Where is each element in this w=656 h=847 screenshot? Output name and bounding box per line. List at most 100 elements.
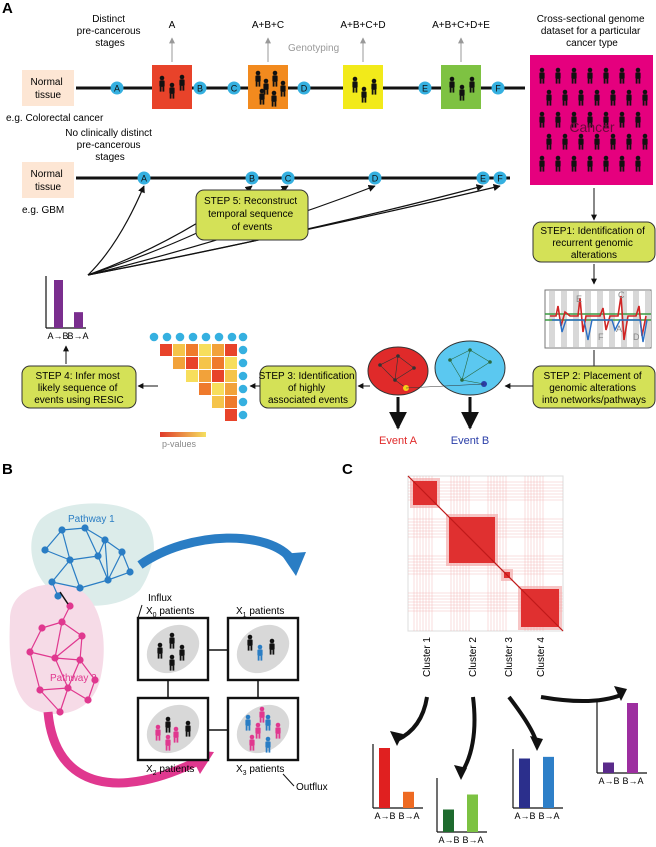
- matrix-event-dot: [214, 332, 224, 342]
- genotyping-label: Genotyping: [288, 43, 339, 54]
- step2-label: STEP 2: Placement of genomic alterations…: [542, 371, 646, 406]
- pathway-edge: [54, 621, 63, 659]
- pathway-edge: [79, 579, 109, 589]
- pathway2-arrow: [43, 711, 203, 788]
- order-barplot: A→BB→A: [45, 276, 89, 341]
- event-node-label: C: [231, 84, 238, 94]
- step3-box: [259, 365, 357, 409]
- cluster-arrowhead: [390, 731, 403, 746]
- matrix-event-dot: [238, 410, 248, 420]
- pathway-node: [26, 648, 34, 656]
- pathway-edge: [79, 659, 96, 681]
- order-bar: [74, 312, 83, 328]
- pathway1-arrowhead: [281, 552, 306, 576]
- cluster-arrowhead: [614, 686, 627, 701]
- pathway-node: [66, 602, 74, 610]
- matrix-event-dot: [238, 358, 248, 368]
- event-node: [193, 81, 207, 95]
- event-b-label: Event B: [451, 435, 490, 447]
- pathway-edge: [61, 527, 86, 531]
- cluster-order-bar: [443, 809, 454, 832]
- pathway1-label: Pathway 1: [68, 514, 115, 525]
- pathway-edge: [107, 571, 131, 581]
- normal-tissue-box-2: [22, 162, 74, 198]
- outflux-line: [282, 773, 295, 787]
- order-bar-label: B→A: [67, 331, 88, 341]
- normal-tissue-label-2: Normal tissue: [30, 169, 65, 193]
- pathway-node: [126, 568, 134, 576]
- pathway-node: [91, 676, 99, 684]
- cluster-bar-label: B→A: [538, 811, 559, 821]
- matrix-cell: [225, 357, 237, 369]
- event-node: [476, 171, 490, 185]
- pathway-edge: [54, 657, 81, 661]
- step3-label: STEP 3: Identification of highly associa…: [259, 371, 358, 406]
- matrix-event-dot: [238, 345, 248, 355]
- event-node: [297, 81, 311, 95]
- event-node: [368, 171, 382, 185]
- pathway-node: [38, 624, 46, 632]
- pathway-edge: [61, 621, 83, 637]
- sequence-link: [87, 185, 145, 276]
- event-node: [245, 171, 259, 185]
- event-node: [227, 81, 241, 95]
- cluster-label: Cluster 3: [504, 637, 515, 677]
- cancer-label: Cancer: [569, 119, 614, 135]
- influx-label: Influx: [148, 593, 172, 604]
- event-node-label: A: [141, 174, 147, 184]
- event-node: [137, 171, 151, 185]
- matrix-cell: [186, 344, 198, 356]
- step4-label: STEP 4: Infer most likely sequence of ev…: [34, 371, 124, 406]
- pathway-edge: [29, 651, 56, 659]
- matrix-event-dot: [175, 332, 185, 342]
- cluster-arrow: [459, 696, 477, 776]
- pathway-node: [76, 656, 84, 664]
- pathway-edge: [54, 657, 69, 689]
- matrix-cell: [199, 357, 211, 369]
- step2-box: [532, 365, 656, 409]
- event-node-label: D: [301, 84, 308, 94]
- matrix-event-dot: [162, 332, 172, 342]
- genome-track: E C F A D: [544, 289, 652, 349]
- matrix-cell: [225, 383, 237, 395]
- pathway-node: [54, 592, 62, 600]
- event-node-label: F: [495, 84, 501, 94]
- cluster-bar-label: B→A: [398, 811, 419, 821]
- example-gbm: e.g. GBM: [22, 205, 64, 216]
- track-label: E: [576, 294, 582, 304]
- cluster-arrow: [540, 693, 622, 703]
- genotype-label: A+B+C+D: [340, 20, 385, 31]
- normal-tissue-label-1: Normal tissue: [30, 77, 65, 101]
- pathway-node: [64, 684, 72, 692]
- event-node: [110, 81, 124, 95]
- matrix-event-dot: [201, 332, 211, 342]
- event-node: [493, 171, 507, 185]
- panel-label-b: B: [2, 461, 13, 478]
- pathway-node: [101, 536, 109, 544]
- pvalues-label: p-values: [162, 439, 197, 449]
- network-event-b: [434, 340, 506, 396]
- pathway-node: [36, 686, 44, 694]
- pathway-edge: [104, 539, 109, 581]
- event-node-label: A: [114, 84, 120, 94]
- pathway-node: [48, 578, 56, 586]
- event-node-label: B: [249, 174, 255, 184]
- pvalue-colorbar: [160, 432, 206, 437]
- matrix-cell: [199, 383, 211, 395]
- matrix-cell: [212, 370, 224, 382]
- track-label: A: [616, 324, 622, 334]
- order-bar: [54, 280, 63, 328]
- cancer-dataset-title: Cross-sectional genome dataset for a par…: [537, 14, 648, 49]
- track-label: C: [618, 290, 625, 300]
- matrix-cell: [225, 409, 237, 421]
- event-node-label: E: [480, 174, 486, 184]
- matrix-cell: [160, 344, 172, 356]
- cluster-heatmap: [407, 475, 564, 632]
- matrix-cell: [173, 357, 185, 369]
- cluster-order-bar: [603, 762, 614, 773]
- matrix-event-dot: [188, 332, 198, 342]
- step5-box: [195, 189, 309, 241]
- event-node: [418, 81, 432, 95]
- pathway-node: [118, 548, 126, 556]
- event-node: [491, 81, 505, 95]
